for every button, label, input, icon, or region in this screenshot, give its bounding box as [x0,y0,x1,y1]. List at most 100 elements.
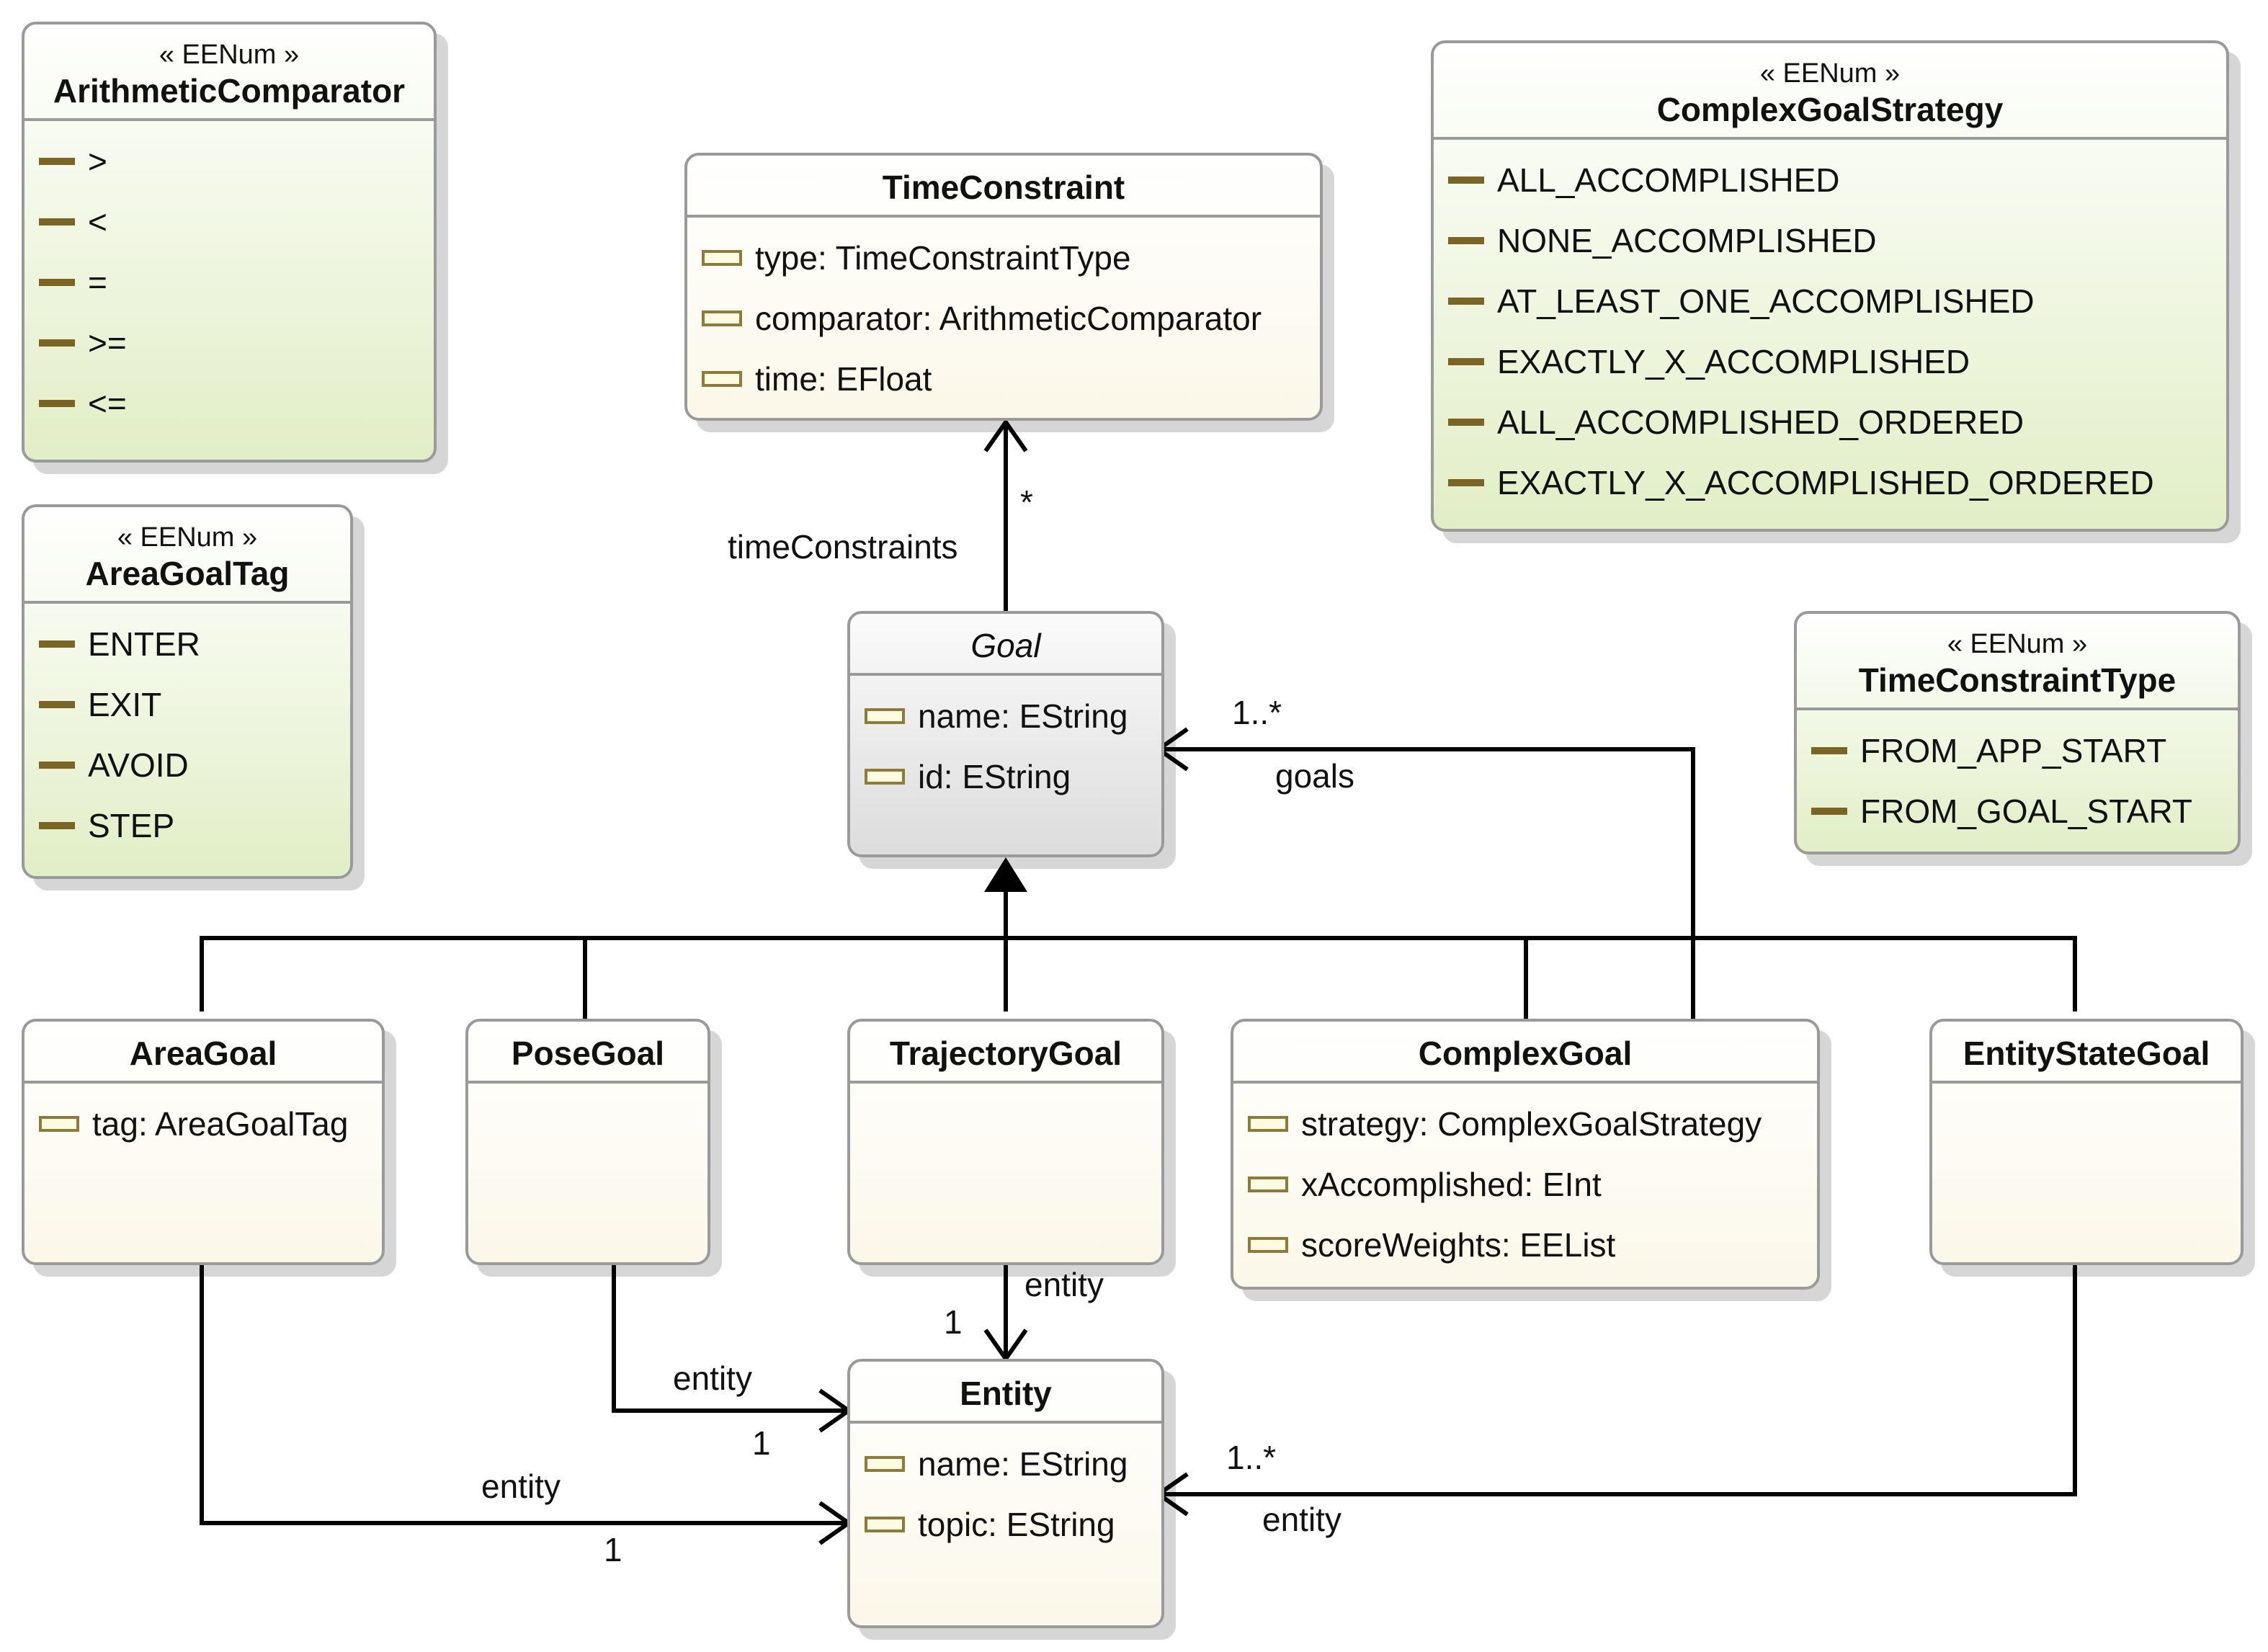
class-trajectory-goal[interactable]: TrajectoryGoal [847,1019,1164,1265]
enum-literal[interactable]: ALL_ACCOMPLISHED_ORDERED [1434,392,2226,452]
enum-literal[interactable]: EXACTLY_X_ACCOMPLISHED_ORDERED [1434,452,2226,513]
class-complex-goal[interactable]: ComplexGoal strategy: ComplexGoalStrateg… [1231,1019,1820,1290]
enum-header: « EENum » TimeConstraintType [1797,614,2238,710]
class-name: PoseGoal [511,1035,665,1072]
role-label-pose-entity: entity [673,1359,752,1397]
enum-literal-icon [39,218,75,226]
class-name: TimeConstraint [882,169,1125,206]
class-attribute[interactable]: time: EFloat [687,349,1320,409]
class-attribute[interactable]: tag: AreaGoalTag [24,1094,382,1154]
enum-literal-icon [1448,236,1484,244]
attribute-icon [865,707,905,724]
edge-pose-entity [612,1264,849,1413]
enum-literal[interactable]: < [24,192,434,252]
enum-time-constraint-type[interactable]: « EENum » TimeConstraintType FROM_APP_ST… [1794,611,2241,854]
attribute-icon [702,249,742,266]
enum-literal[interactable]: FROM_APP_START [1797,720,2238,781]
stereotype-label: « EENum » [1759,58,1901,89]
enum-header: « EENum » AreaGoalTag [24,507,350,604]
enum-literal-icon [1448,297,1484,305]
attribute-icon [702,310,742,326]
attribute-icon [865,1516,905,1532]
enum-literal[interactable]: ENTER [24,614,350,674]
class-attribute[interactable]: strategy: ComplexGoalStrategy [1233,1094,1817,1154]
class-name: AreaGoal [129,1035,277,1072]
enum-literal[interactable]: NONE_ACCOMPLISHED [1434,210,2226,271]
class-name: ComplexGoal [1418,1035,1633,1072]
class-header: ComplexGoal [1233,1022,1817,1084]
enum-literal-icon [39,640,75,648]
class-entity-state-goal[interactable]: EntityStateGoal [1929,1019,2244,1265]
class-attribute[interactable]: scoreWeights: EEList [1233,1215,1817,1275]
class-header: PoseGoal [468,1022,707,1084]
enum-arithmetic-comparator[interactable]: « EENum » ArithmeticComparator > < = >= … [22,22,437,463]
class-pose-goal[interactable]: PoseGoal [465,1019,710,1265]
class-header: Entity [850,1362,1161,1424]
class-attribute[interactable]: topic: EString [850,1494,1161,1555]
enum-complex-goal-strategy[interactable]: « EENum » ComplexGoalStrategy ALL_ACCOMP… [1431,40,2229,532]
enum-name: TimeConstraintType [1858,661,2177,699]
attribute-icon [1248,1176,1288,1192]
class-header: TimeConstraint [687,156,1320,218]
generalization-arrowhead [984,857,1027,892]
attribute-icon [1248,1236,1288,1253]
enum-literal[interactable]: >= [24,313,434,373]
class-time-constraint[interactable]: TimeConstraint type: TimeConstraintType … [684,153,1323,421]
class-name: Entity [960,1375,1052,1412]
arrowhead-time-constraints [983,418,1028,452]
role-label-time-constraints: timeConstraints [728,528,958,566]
attribute-icon [702,370,742,387]
enum-name: ComplexGoalStrategy [1656,91,2004,128]
class-area-goal[interactable]: AreaGoal tag: AreaGoalTag [22,1019,385,1265]
enum-literal[interactable]: EXIT [24,674,350,735]
enum-literal[interactable]: EXACTLY_X_ACCOMPLISHED [1434,331,2226,392]
attribute-icon [1248,1115,1288,1132]
enum-literal[interactable]: = [24,252,434,313]
enum-literal-icon [39,399,75,407]
enum-literal[interactable]: STEP [24,795,350,856]
class-attribute[interactable]: name: EString [850,1434,1161,1494]
role-label-area-entity: entity [481,1468,561,1505]
enum-literal[interactable]: > [24,131,434,192]
enum-area-goal-tag[interactable]: « EENum » AreaGoalTag ENTER EXIT AVOID S… [22,504,353,879]
class-name: TrajectoryGoal [889,1035,1122,1072]
enum-literal-icon [39,700,75,708]
attribute-icon [39,1115,79,1132]
class-attribute[interactable]: comparator: ArithmeticComparator [687,288,1320,349]
class-header: EntityStateGoal [1932,1022,2241,1084]
enum-literal[interactable]: AVOID [24,735,350,795]
multiplicity-goals: 1..* [1232,694,1282,731]
role-label-goals: goals [1275,757,1354,795]
class-entity[interactable]: Entity name: EString topic: EString [847,1359,1164,1628]
class-attribute[interactable]: type: TimeConstraintType [687,228,1320,288]
class-attribute[interactable]: id: EString [850,746,1161,807]
multiplicity-trajectory-entity: 1 [944,1303,963,1341]
edge-area-entity [200,1251,849,1525]
role-label-trajectory-entity: entity [1024,1266,1104,1303]
enum-literal-icon [1448,478,1484,486]
enum-literal-icon [1448,176,1484,184]
class-header: AreaGoal [24,1022,382,1084]
enum-literal[interactable]: AT_LEAST_ONE_ACCOMPLISHED [1434,271,2226,331]
enum-literal[interactable]: ALL_ACCOMPLISHED [1434,150,2226,210]
multiplicity-entity-state-entity: 1..* [1226,1439,1277,1476]
enum-literal-icon [39,339,75,347]
class-goal[interactable]: Goal name: EString id: EString [847,611,1164,857]
edge-entity-state-entity [1158,1264,2077,1496]
enum-literal[interactable]: FROM_GOAL_START [1797,781,2238,841]
class-attribute[interactable]: xAccomplished: EInt [1233,1154,1817,1215]
multiplicity-area-entity: 1 [604,1531,622,1568]
class-header: TrajectoryGoal [850,1022,1161,1084]
class-attribute[interactable]: name: EString [850,686,1161,746]
stereotype-label: « EENum » [117,522,258,553]
inheritance-bus [200,936,2077,1012]
enum-literal-icon [1811,746,1847,754]
multiplicity-pose-entity: 1 [752,1424,771,1462]
enum-name: ArithmeticComparator [53,72,406,110]
enum-literal-icon [39,761,75,769]
enum-literal[interactable]: <= [24,373,434,434]
enum-literal-icon [39,821,75,829]
enum-header: « EENum » ArithmeticComparator [24,24,434,121]
enum-literal-icon [39,278,75,286]
